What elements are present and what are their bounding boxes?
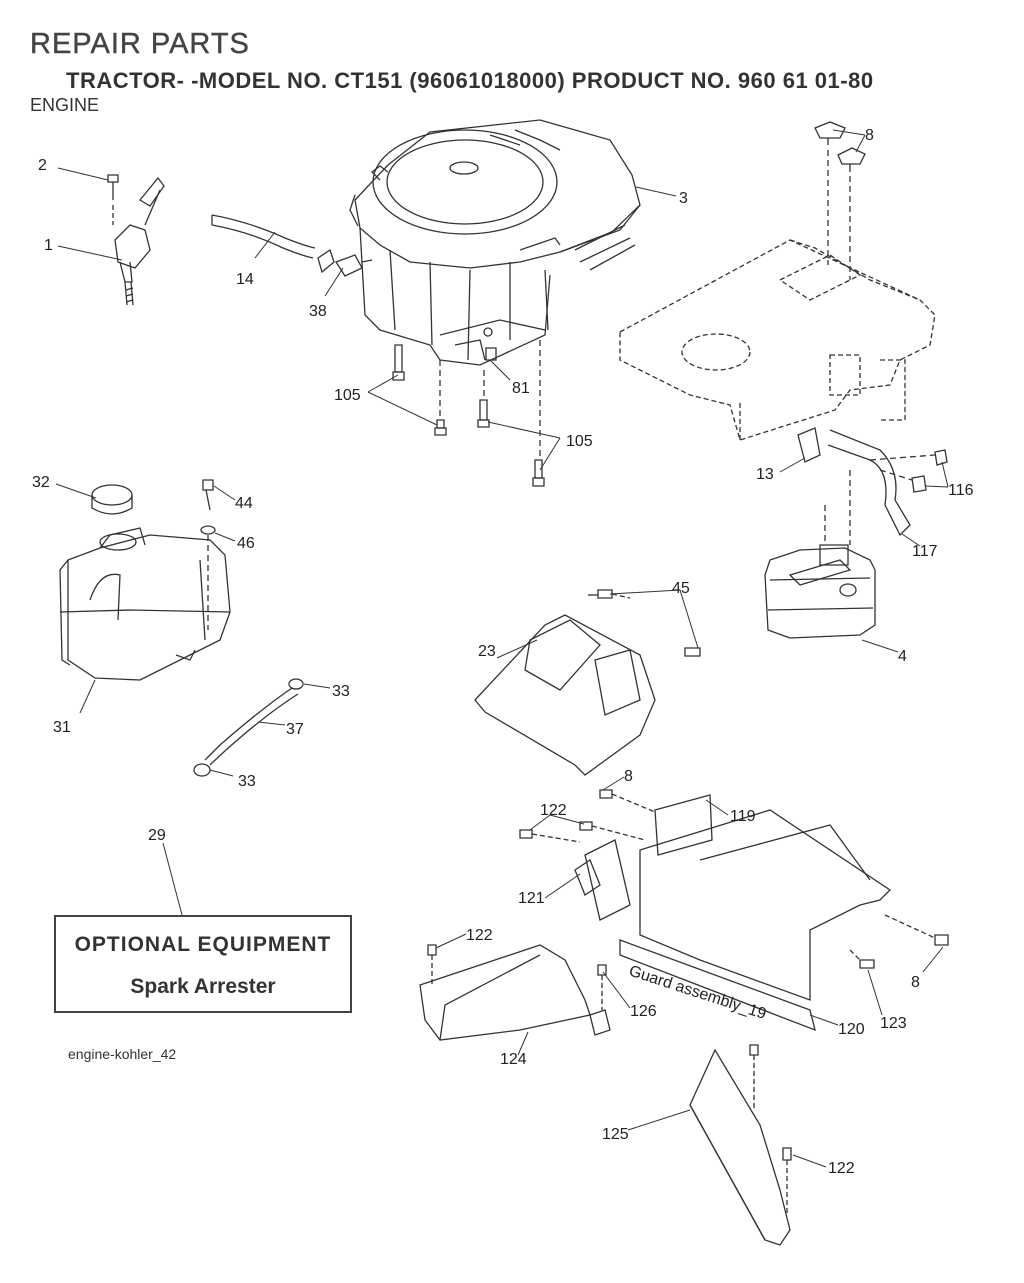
callout-2: 2 <box>38 157 47 174</box>
callout-13: 13 <box>756 466 774 483</box>
callout-numbers: 2 1 3 14 38 105 81 105 8 13 116 117 4 32… <box>32 127 974 1177</box>
callout-117: 117 <box>912 543 938 560</box>
callout-33-upper: 33 <box>332 683 350 700</box>
engine-drawing <box>349 119 641 366</box>
callout-45: 45 <box>672 580 690 597</box>
callout-23: 23 <box>478 643 496 660</box>
guard-125-drawing <box>689 1044 792 1246</box>
callout-124: 124 <box>500 1051 527 1068</box>
callout-122-bottom: 122 <box>828 1160 855 1177</box>
callout-32: 32 <box>32 474 50 491</box>
callout-122-guard: 122 <box>466 927 493 944</box>
callout-81: 81 <box>512 380 530 397</box>
frame-knobs-drawing <box>814 121 866 280</box>
callout-119: 119 <box>730 808 756 825</box>
muffler-drawing <box>764 427 948 639</box>
file-reference: engine-kohler_42 <box>68 1046 177 1062</box>
engine-bolts-drawing <box>392 340 545 487</box>
callout-31: 31 <box>53 719 71 736</box>
callout-123: 123 <box>880 1015 907 1032</box>
callout-105-upper: 105 <box>334 387 361 404</box>
callout-37: 37 <box>286 721 304 738</box>
callout-8-bracket: 8 <box>624 768 633 785</box>
callout-8-right: 8 <box>911 974 920 991</box>
optional-equipment-item: Spark Arrester <box>130 975 276 998</box>
callout-121: 121 <box>518 890 545 907</box>
callout-120: 120 <box>838 1021 865 1038</box>
guard-124-drawing <box>419 944 611 1041</box>
throttle-control-drawing <box>107 174 165 306</box>
page-title: REPAIR PARTS <box>30 28 250 60</box>
optional-equipment-heading: OPTIONAL EQUIPMENT <box>74 933 332 956</box>
callout-116: 116 <box>948 482 974 499</box>
tractor-frame-drawing <box>619 239 936 441</box>
bracket-assembly-drawing: Guard assembly_19 <box>519 789 949 1032</box>
callout-8-frame: 8 <box>865 127 874 144</box>
callout-4: 4 <box>898 648 907 665</box>
heat-shield-drawing <box>474 589 701 776</box>
callout-3: 3 <box>679 190 688 207</box>
callout-105-lower: 105 <box>566 433 593 450</box>
callout-126: 126 <box>630 1003 657 1020</box>
leader-lines <box>55 129 949 1168</box>
model-subtitle: TRACTOR- -MODEL NO. CT151 (96061018000) … <box>66 68 874 93</box>
callout-125: 125 <box>602 1126 629 1143</box>
callout-33-lower: 33 <box>238 773 256 790</box>
callout-38: 38 <box>309 303 327 320</box>
callout-14: 14 <box>236 271 254 288</box>
callout-122-bracket: 122 <box>540 802 567 819</box>
section-label: ENGINE <box>30 95 100 115</box>
fuel-line-drawing <box>211 214 373 277</box>
callout-44: 44 <box>235 495 253 512</box>
fuel-tank-drawing <box>59 479 231 681</box>
callout-46: 46 <box>237 535 255 552</box>
callout-29: 29 <box>148 827 166 844</box>
optional-equipment-box: OPTIONAL EQUIPMENT Spark Arrester <box>54 915 352 1013</box>
callout-1: 1 <box>44 237 53 254</box>
